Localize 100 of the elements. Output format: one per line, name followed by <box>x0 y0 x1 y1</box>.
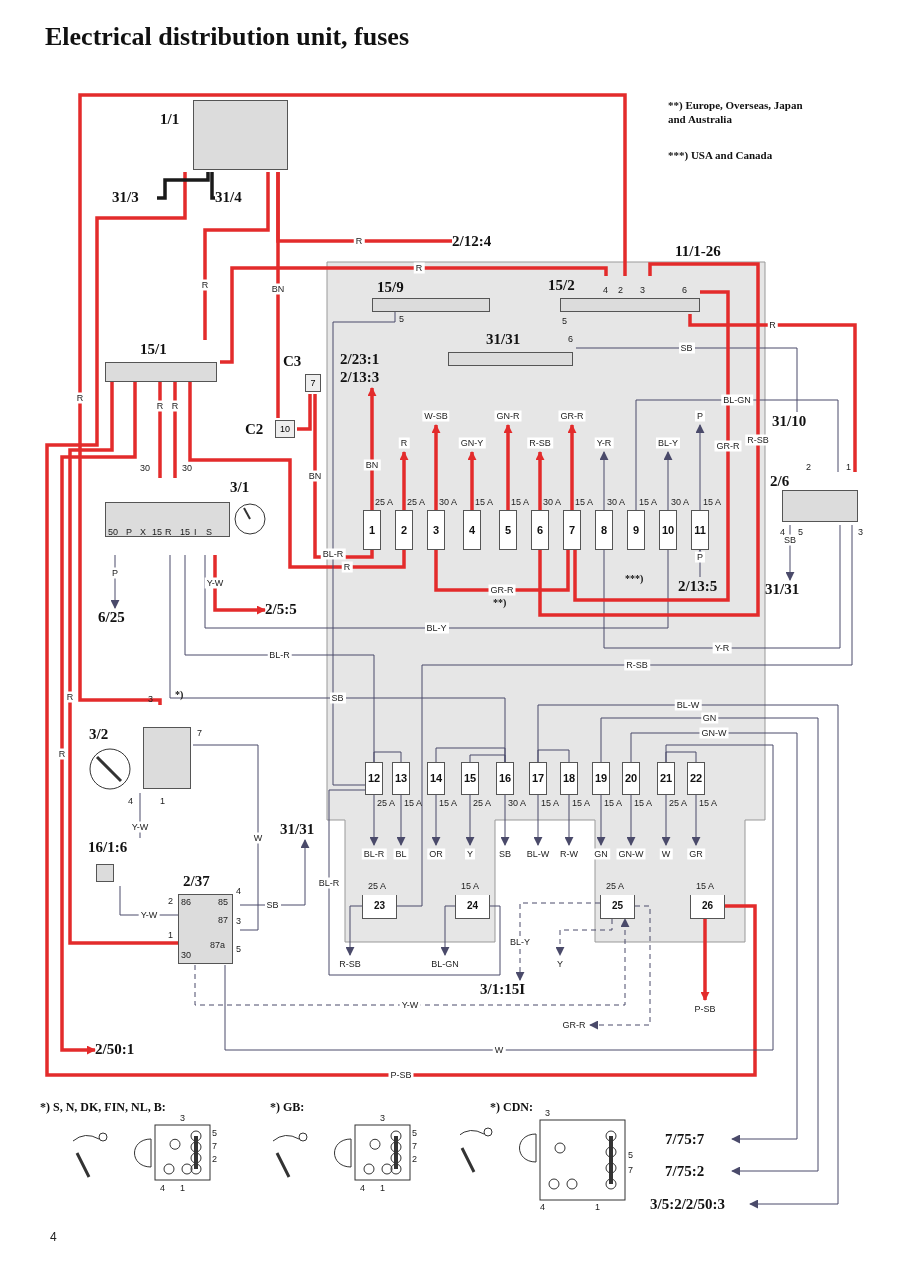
wire-color-label: P <box>695 410 705 422</box>
wire <box>119 885 179 916</box>
fuse-rating: 25 A <box>606 881 625 891</box>
pin-number: 50 <box>108 527 118 537</box>
pin-number: 6 <box>568 334 573 344</box>
wire <box>635 399 839 511</box>
pin-number: R <box>165 527 172 537</box>
wire <box>157 172 210 200</box>
wire-color-label: Y-W <box>129 821 151 832</box>
wire <box>373 751 402 763</box>
footnote-marker: *) <box>175 688 184 702</box>
fuse: 10 <box>659 510 677 550</box>
fuse: 6 <box>531 510 549 550</box>
pin-number: 7 <box>197 728 202 738</box>
wire <box>332 311 396 786</box>
wire <box>465 794 475 846</box>
wire <box>537 704 839 1209</box>
wire-color-label: BL-Y <box>656 437 680 449</box>
pin-number: 87 <box>218 915 228 925</box>
wire <box>367 387 377 510</box>
fuse: 22 <box>687 762 705 795</box>
footnote-marker: ***) <box>625 572 644 586</box>
reference-label: 2/50:1 <box>95 1040 160 1060</box>
pin-number: 4 <box>128 796 133 806</box>
fuse-rating: 30 A <box>439 497 458 507</box>
wire <box>220 266 608 364</box>
fuse: 21 <box>657 762 675 795</box>
wire <box>665 751 697 763</box>
wire <box>785 524 795 581</box>
ground-reference: 31/4 <box>215 188 257 208</box>
component-label: 15/1 <box>140 340 167 358</box>
wire <box>431 794 441 846</box>
pin-number: 30 <box>181 950 191 960</box>
wire-color-label: SB <box>264 899 281 911</box>
fuse: 4 <box>463 510 481 550</box>
component-label: 16/1:6 <box>88 838 128 856</box>
connector-pin: 10 <box>275 420 295 438</box>
wire-color-label: R <box>353 235 365 247</box>
variant-heading: *) CDN: <box>490 1100 533 1114</box>
wire-color-label: GR <box>687 848 705 860</box>
fuse-rating: 15 A <box>604 798 623 808</box>
wire-color-label: R-SB <box>745 434 771 445</box>
reference-label: 2/5:5 <box>265 600 320 620</box>
fuse-rating: 15 A <box>696 881 715 891</box>
wire-color-label: R <box>56 748 68 759</box>
pin-number: 5 <box>798 527 803 537</box>
reference-label: 2/23:1 <box>340 350 381 368</box>
pin-number: 4 <box>236 886 241 896</box>
wire <box>500 794 510 846</box>
wire <box>399 451 409 510</box>
wire-color-label: BL-GN <box>429 958 461 970</box>
fuse: 16 <box>496 762 514 795</box>
fuse: 3 <box>427 510 445 550</box>
fuse-rating: 25 A <box>473 798 492 808</box>
wire <box>663 451 673 511</box>
fuse-rating: 15 A <box>511 497 530 507</box>
wire-color-label: Y <box>555 958 565 970</box>
wire-color-label: BL-GN <box>721 394 753 406</box>
wire-color-label: R <box>64 691 76 702</box>
wire <box>695 424 705 511</box>
wire-color-label: P <box>695 551 705 563</box>
fuse-rating: 30 A <box>543 497 562 507</box>
fuse-rating: 30 A <box>508 798 527 808</box>
wire-color-label: W <box>659 848 673 860</box>
wire-color-label: BL-W <box>674 699 702 711</box>
variant-heading: *) S, N, DK, FIN, NL, B: <box>40 1100 166 1114</box>
connector-pin: 7 <box>305 374 321 392</box>
wire-color-label: GN-R <box>494 410 522 422</box>
pin-number: 3 <box>858 527 863 537</box>
reference-label: 7/75:7 <box>665 1130 732 1148</box>
fuse-rating: 15 A <box>639 497 658 507</box>
wire-color-label: W-SB <box>422 410 450 422</box>
wire-color-label: R <box>199 279 211 291</box>
wire-color-label: GN <box>700 712 719 724</box>
wire-color-label: SB <box>782 534 798 546</box>
component-label: 15/9 <box>377 278 404 296</box>
wire-color-label: P-SB <box>692 1003 718 1015</box>
wire <box>600 717 819 1176</box>
pin-number: X <box>140 527 146 537</box>
wire-color-label: R <box>398 437 410 449</box>
wire <box>78 93 627 707</box>
wire <box>537 749 570 763</box>
wire-color-label: P-SB <box>388 1069 414 1081</box>
wire <box>575 347 798 413</box>
fuse-rating: 15 A <box>703 497 722 507</box>
reference-label: 2/13:3 <box>340 368 381 386</box>
fuse: 11 <box>691 510 709 550</box>
fuse-rating: 25 A <box>368 881 387 891</box>
fuse-rating: 25 A <box>407 497 426 507</box>
wire <box>328 789 501 976</box>
wire <box>435 747 506 763</box>
wire-color-label: R-SB <box>527 437 553 449</box>
wire <box>139 792 141 839</box>
fuse: 1 <box>363 510 381 550</box>
wire-color-label: GR-R <box>558 410 586 422</box>
pin-number: 1 <box>846 462 851 472</box>
fuse-rating: 15 A <box>439 798 458 808</box>
pin-number: S <box>206 527 212 537</box>
fuse-rating: 30 A <box>671 497 690 507</box>
wire-color-label: SB <box>497 848 513 860</box>
